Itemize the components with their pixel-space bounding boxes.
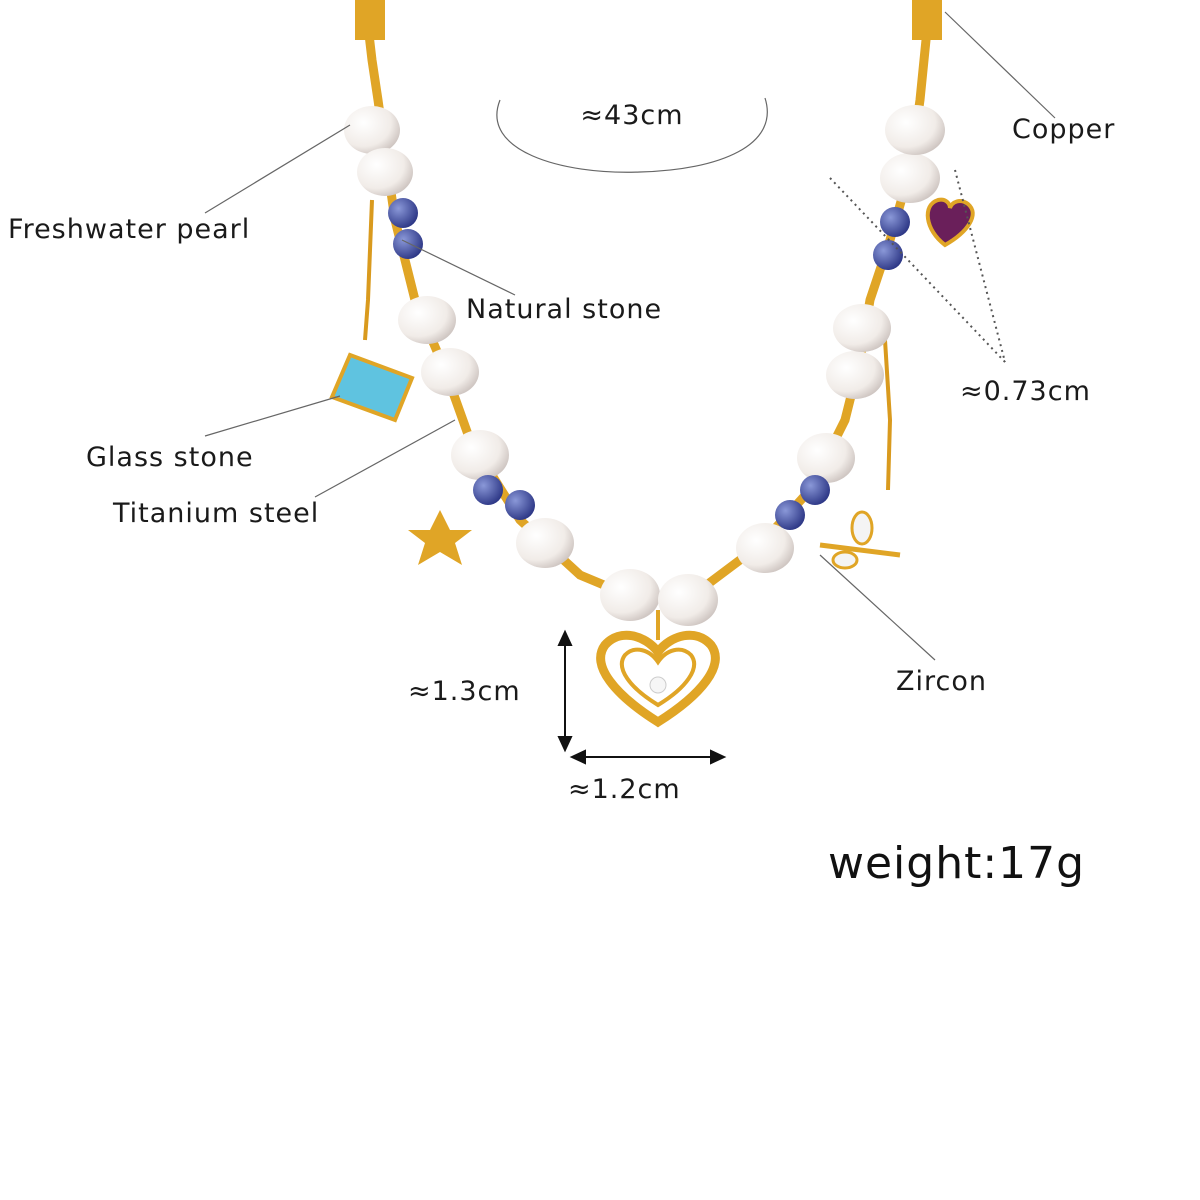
dragonfly-charm (819, 510, 901, 570)
stone-leader (401, 239, 516, 296)
zircon-leader (819, 554, 936, 661)
glass-stone-label: Glass stone (86, 442, 254, 473)
pearl-leader (204, 124, 351, 214)
pearl-label: Freshwater pearl (8, 214, 250, 245)
natural-stone-label: Natural stone (466, 294, 662, 325)
width-arrow (569, 749, 727, 765)
charm-dim-line-1 (829, 177, 1006, 363)
height-arrow (557, 629, 573, 753)
zircon-label: Zircon (896, 666, 987, 697)
starfish-charm (408, 510, 472, 565)
pendant-height-label: ≈1.3cm (408, 676, 521, 707)
heart-pendant (596, 610, 720, 728)
copper-leader (944, 11, 1056, 119)
titanium-steel-label: Titanium steel (112, 498, 319, 529)
glass-stone-charm (329, 352, 415, 423)
weight-label: weight:17g (828, 838, 1085, 889)
titanium-leader (314, 419, 456, 498)
glass-leader (204, 395, 341, 437)
charm-dim-line-2 (954, 169, 1006, 363)
charm-size-label: ≈0.73cm (960, 376, 1091, 407)
pendant-width-label: ≈1.2cm (568, 774, 681, 805)
natural-stones (388, 198, 910, 530)
copper-label: Copper (1012, 114, 1115, 145)
freshwater-pearls (344, 105, 945, 626)
length-label: ≈43cm (580, 100, 683, 131)
length-arc (496, 97, 768, 173)
heart-gem-charm (925, 197, 975, 248)
